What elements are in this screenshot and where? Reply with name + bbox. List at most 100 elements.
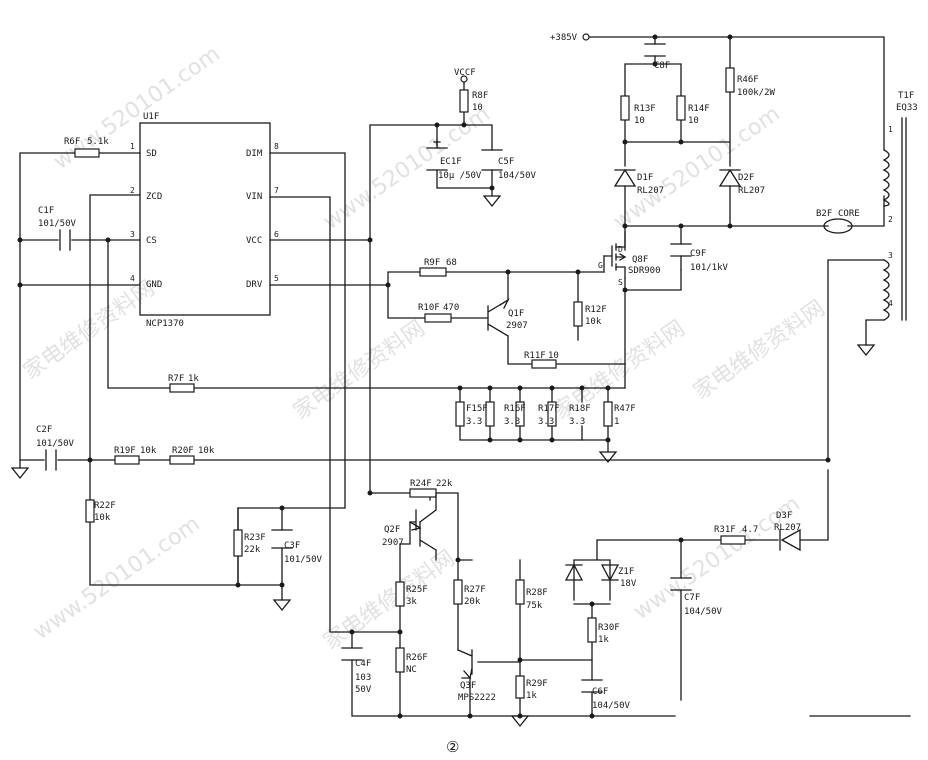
resistor-r25f [395,581,405,607]
value-label: 75k [526,601,543,611]
capacitor-c1f [59,229,71,251]
pin-name: VIN [246,192,262,202]
pin-number: 4 [888,299,893,308]
ref-label: R47F [614,404,636,414]
resistor-r28f [515,579,525,605]
resistor-r23f [233,529,243,557]
resistor-f15f [455,401,465,427]
pin-label: D [618,245,623,254]
value-label: 3.3 [466,417,482,427]
ref-label: C2F [36,425,52,435]
ref-label: R25F [406,585,428,595]
resistor-r26f [395,647,405,673]
ref-label: Q8F [632,255,648,265]
value-label: 470 [443,303,459,313]
transistors [409,231,627,679]
pin-name: SD [146,149,157,159]
ref-label: R8F [472,91,488,101]
value-label: 3.3 [538,417,554,427]
ref-label: C5F [498,157,514,167]
ref-label: R22F [94,501,116,511]
value-label: 68 [446,258,457,268]
pin-label: S [618,278,623,287]
resistor-r10f [424,313,452,323]
value-label: 2907 [382,538,404,548]
pin-number: 6 [274,230,279,239]
ref-label: R19F [114,446,136,456]
ref-label: R26F [406,653,428,663]
value-label: 101/50V [38,219,77,229]
capacitor-c4f [341,647,363,661]
resistor-r24f [409,488,437,498]
ref-label: C6F [592,687,608,697]
pin-number: 7 [274,186,279,195]
pin-number: 3 [130,230,135,239]
resistors [74,67,746,699]
resistor-r9f [419,267,447,277]
value-label: 18V [620,579,637,589]
ref-label: EC1F [440,157,462,167]
ground-icon [482,195,502,208]
value-label: 10k [140,446,157,456]
transistor-q2f [409,492,437,561]
ref-label: Z1F [618,567,634,577]
value-label: 10μ /50V [438,171,482,181]
ref-label: R27F [464,585,486,595]
resistor-r8f [459,89,469,113]
value-label: 5.1k [87,137,109,147]
value-label: RL207 [637,186,664,196]
resistor-r20f [169,455,195,465]
ref-label: C9F [690,249,706,259]
ic-part: NCP1370 [146,319,184,329]
vccf-label: VCCF [454,68,476,78]
ref-label: R13F [634,104,656,114]
value-label: MPS2222 [458,693,496,703]
ref-label: Q3F [460,681,476,691]
value-label: 2907 [506,321,528,331]
pin-number: 2 [888,215,893,224]
resistor-r46f [725,67,735,93]
ic-ref: U1F [143,112,159,122]
ref-label: R17F [538,404,560,414]
ref-label: R20F [172,446,194,456]
resistor-r29f [515,675,525,699]
transistor-q1f [487,298,510,337]
hv-rail-label: +385V [550,33,578,43]
ref-label: R10F [418,303,440,313]
value-label: 4.7 [742,525,758,535]
value-label: 1k [188,374,199,384]
watermark: 家电维修资料网 [689,296,830,405]
resistor-r16f [485,401,495,427]
value-label: 10 [548,351,559,361]
ref-label: R9F [424,258,440,268]
watermark: 家电维修资料网 [289,316,430,425]
ref-label: C4F [355,659,371,669]
mosfet-q8f [603,231,627,279]
ref-label: R28F [526,588,548,598]
polarity-plus [433,139,441,146]
value-label: NC [406,665,417,675]
capacitor-ec1f [426,147,448,171]
value-label: 10 [688,116,699,126]
value-label: 101/50V [36,439,75,449]
pin-number: 2 [130,186,135,195]
capacitor-c5f [481,149,503,171]
value-label: 104/50V [498,171,537,181]
ref-label: R30F [598,623,620,633]
value-label: 101/1kV [690,263,729,273]
value-label: 104/50V [592,701,631,711]
ground-icon [272,599,292,612]
ref-label: T1F [898,91,914,101]
watermark-layer: www.520101.com 家电维修资料网 www.520101.com 家电… [19,41,830,654]
watermark: www.520101.com [29,511,205,644]
value-label: RL207 [774,523,801,533]
pin-number: 1 [130,142,135,151]
transistor-q3f [457,649,521,679]
ref-label: Q1F [508,309,524,319]
value-label: 10k [94,513,111,523]
resistor-r11f [531,359,557,369]
vccf-terminal [460,75,468,83]
value-label: 101/50V [284,555,323,565]
value-label: 10 [472,103,483,113]
pin-label: G [598,261,603,270]
